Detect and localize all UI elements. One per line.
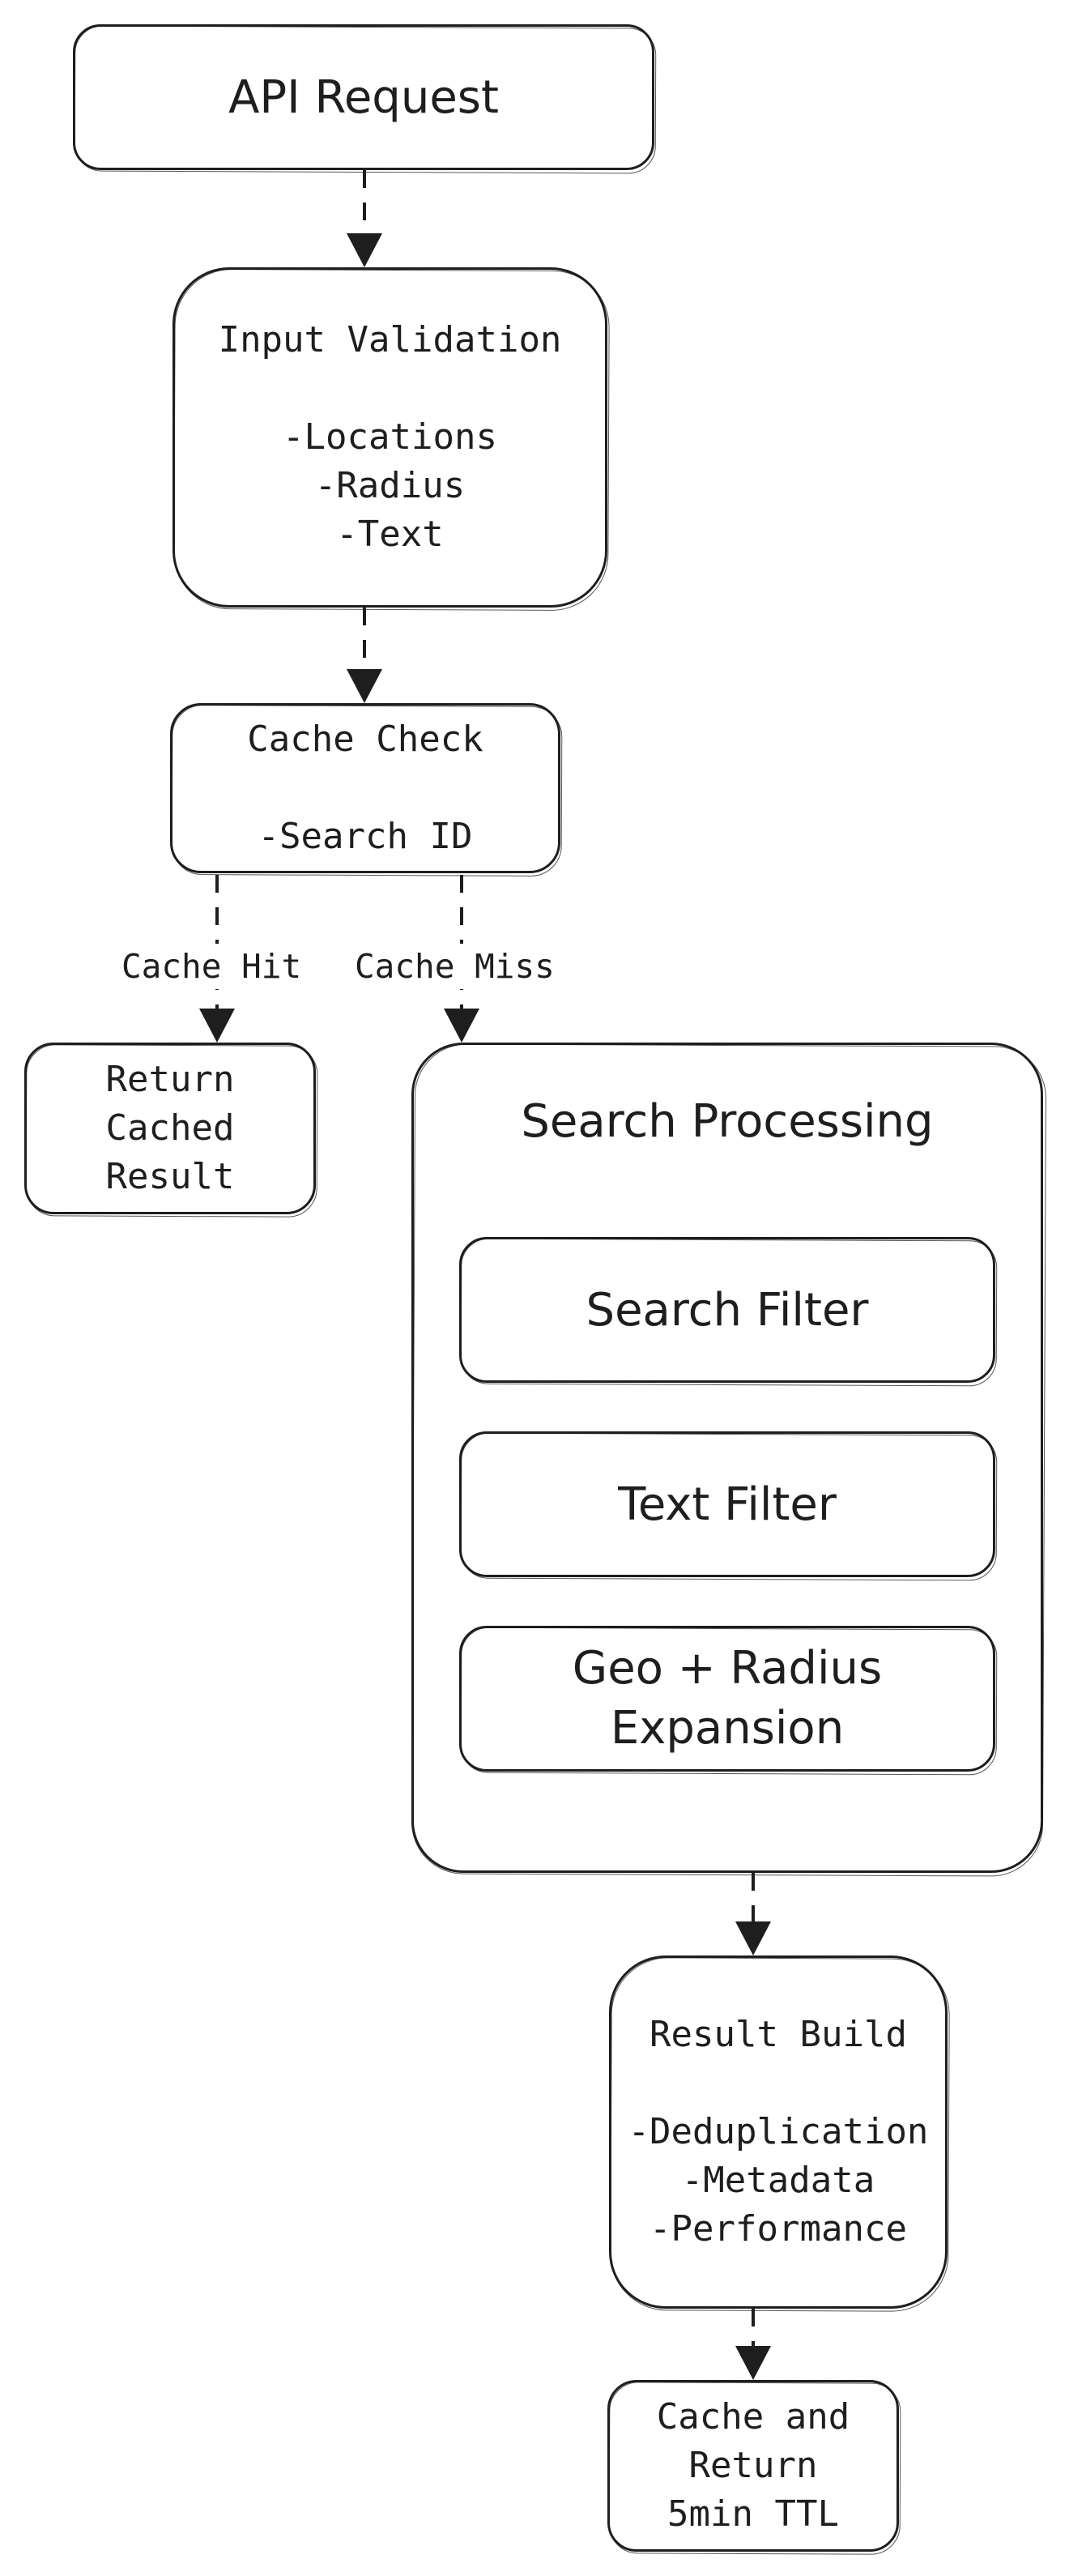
input-validation-item: -Text — [336, 514, 444, 555]
cache-return-line: Cache and — [656, 2396, 850, 2437]
cache-and-return-node: Cache and Return 5min TTL — [607, 2380, 899, 2552]
geo-radius-line: Expansion — [610, 1702, 845, 1755]
input-validation-item: -Radius — [314, 465, 466, 506]
text-filter-node: Text Filter — [459, 1431, 995, 1577]
geo-radius-line: Geo + Radius — [572, 1642, 883, 1695]
text-filter-label: Text Filter — [618, 1478, 837, 1531]
return-cached-line: Cached — [105, 1107, 235, 1149]
cache-check-item: -Search ID — [258, 816, 473, 857]
arrowhead-cache-check — [347, 669, 382, 703]
cache-check-node: Cache Check -Search ID — [170, 703, 560, 873]
result-build-item: -Deduplication — [628, 2111, 929, 2152]
cache-miss-label: Cache Miss — [350, 944, 560, 989]
search-filter-label: Search Filter — [586, 1283, 869, 1337]
cache-hit-label: Cache Hit — [117, 944, 307, 989]
return-cached-result-node: Return Cached Result — [24, 1043, 316, 1214]
input-validation-title: Input Validation — [218, 319, 562, 360]
input-validation-item: -Locations — [283, 416, 497, 458]
result-build-item: -Performance — [649, 2208, 907, 2250]
cache-return-line: Return — [688, 2445, 818, 2486]
cache-return-line: 5min TTL — [667, 2493, 839, 2535]
api-request-node: API Request — [73, 24, 654, 170]
return-cached-line: Return — [105, 1059, 235, 1100]
geo-radius-node: Geo + Radius Expansion — [459, 1626, 995, 1772]
search-processing-title: Search Processing — [521, 1095, 934, 1148]
input-validation-node: Input Validation -Locations -Radius -Tex… — [172, 267, 607, 608]
cache-check-title: Cache Check — [247, 719, 483, 760]
arrowhead-validation — [347, 233, 382, 267]
arrowhead-search-processing — [444, 1009, 479, 1043]
result-build-item: -Metadata — [681, 2160, 875, 2201]
arrowhead-cache-return — [735, 2346, 771, 2380]
arrowhead-result-build — [735, 1921, 771, 1955]
result-build-title: Result Build — [649, 2014, 907, 2055]
api-request-label: API Request — [228, 70, 499, 124]
search-processing-group: Search Processing Search Filter Text Fil… — [411, 1043, 1043, 1873]
search-filter-node: Search Filter — [459, 1237, 995, 1383]
result-build-node: Result Build -Deduplication -Metadata -P… — [609, 1955, 948, 2309]
arrowhead-cached-result — [199, 1009, 235, 1043]
return-cached-line: Result — [105, 1156, 235, 1197]
